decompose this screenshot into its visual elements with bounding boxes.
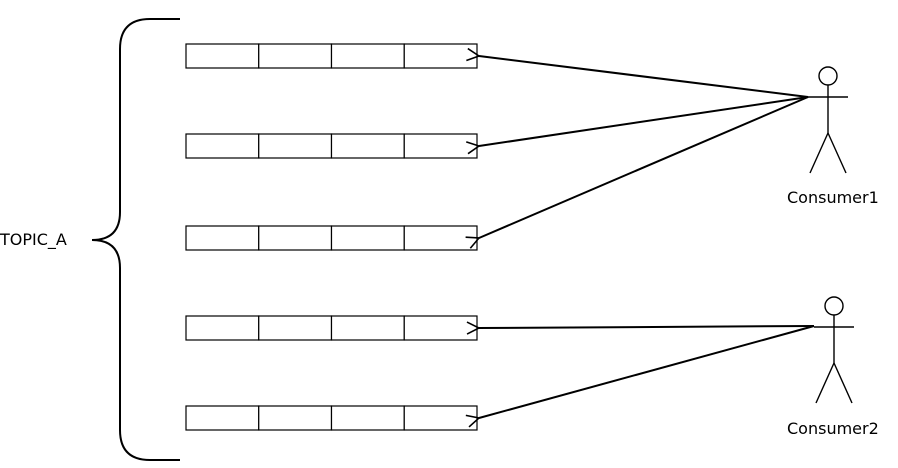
partition-cell xyxy=(403,133,478,159)
consume-arrow xyxy=(479,325,815,418)
partition-cell xyxy=(185,225,260,251)
partition-queue xyxy=(185,225,478,251)
consume-arrow xyxy=(479,96,809,238)
partition-cell xyxy=(185,315,260,341)
consume-arrow xyxy=(479,326,815,328)
partition-queue xyxy=(185,133,478,159)
partition-queue xyxy=(185,315,478,341)
consumer-actor-icon xyxy=(808,66,848,174)
partition-cell xyxy=(258,315,333,341)
partition-cell xyxy=(403,315,478,341)
consumer2-label: Consumer2 xyxy=(787,419,879,438)
partition-queue xyxy=(185,43,478,69)
partition-cell xyxy=(330,43,405,69)
partition-cell xyxy=(185,133,260,159)
partition-queue xyxy=(185,405,478,431)
partition-cell xyxy=(258,133,333,159)
consume-arrow xyxy=(479,96,809,146)
partition-cell xyxy=(258,405,333,431)
consume-arrow xyxy=(479,56,809,98)
topic-label: TOPIC_A xyxy=(0,230,67,249)
partition-cell xyxy=(185,405,260,431)
partition-cell xyxy=(258,225,333,251)
partition-cell xyxy=(403,225,478,251)
partition-cell xyxy=(330,225,405,251)
partition-cell xyxy=(330,405,405,431)
partition-cell xyxy=(258,43,333,69)
consumer-actor-icon xyxy=(814,296,854,404)
topic-brace xyxy=(91,18,180,461)
partition-cell xyxy=(185,43,260,69)
partition-cell xyxy=(403,405,478,431)
partition-cell xyxy=(330,315,405,341)
partition-cell xyxy=(403,43,478,69)
consumer1-label: Consumer1 xyxy=(787,188,879,207)
partition-cell xyxy=(330,133,405,159)
